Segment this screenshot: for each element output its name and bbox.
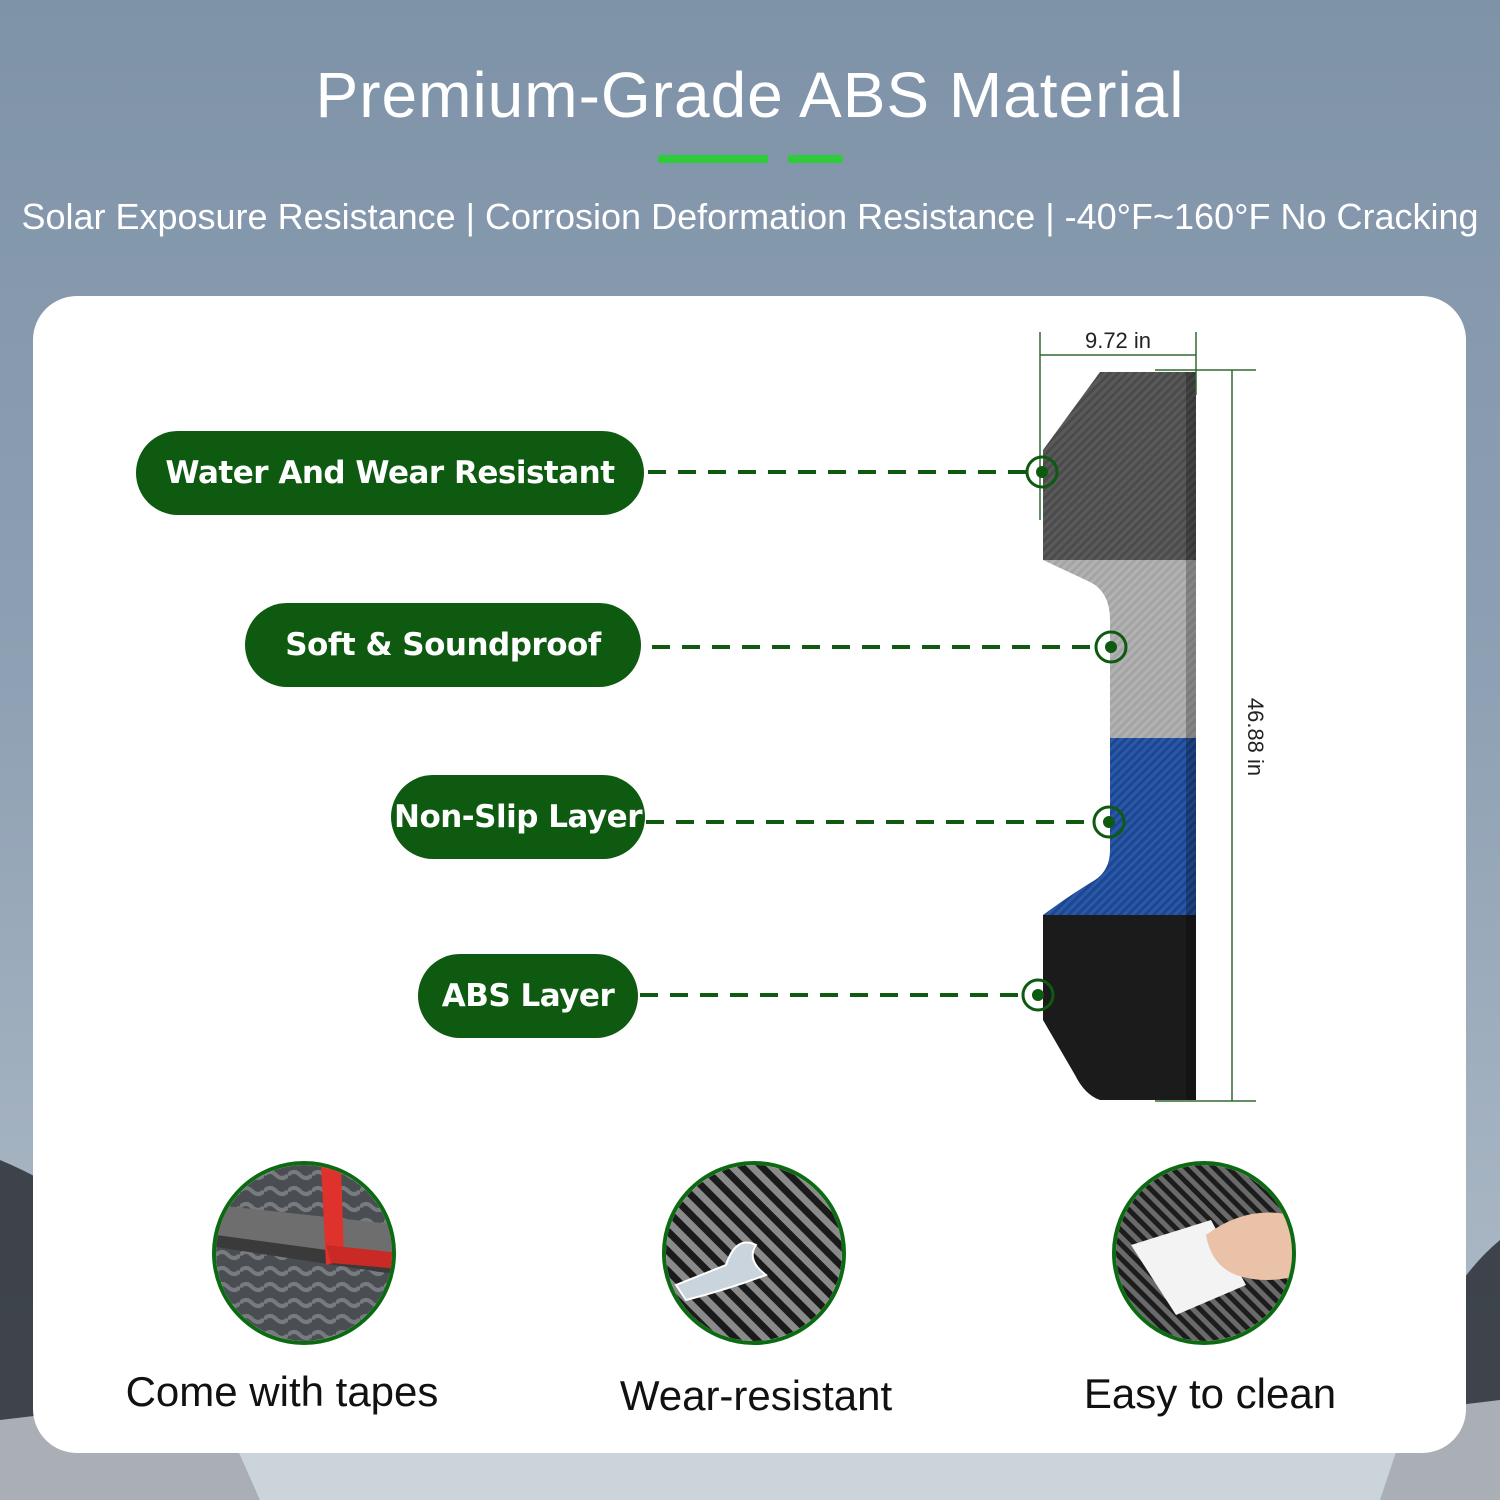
layer-water-wear: [1043, 372, 1196, 560]
layer-label-non-slip: Non-Slip Layer: [391, 775, 645, 859]
tape-icon: [212, 1161, 396, 1345]
target-marker-non-slip: [1092, 805, 1126, 839]
carbon-texture-icon: [662, 1161, 846, 1345]
page-subtitle: Solar Exposure Resistance | Corrosion De…: [21, 196, 1479, 237]
layer-non-slip: [1043, 738, 1196, 915]
feature-label-tapes: Come with tapes: [125, 1368, 439, 1415]
title-accent-bar-short: [788, 155, 843, 163]
height-dimension-label: 46.88 in: [1243, 698, 1268, 776]
title-accent-bar-long: [658, 155, 768, 163]
page-title: Premium-Grade ABS Material: [315, 59, 1185, 131]
feature-label-easy-clean: Easy to clean: [1083, 1370, 1337, 1417]
layer-abs: [1043, 915, 1196, 1100]
wipe-clean-icon: [1112, 1161, 1296, 1345]
target-marker-soft-soundproof: [1094, 630, 1128, 664]
layer-label-soft-soundproof: Soft & Soundproof Layer: [245, 603, 641, 747]
feature-label-wear-resistant: Wear-resistant: [619, 1372, 893, 1419]
target-marker-water-wear: [1025, 455, 1059, 489]
target-marker-abs: [1021, 978, 1055, 1012]
layer-label-water-wear: Water And Wear Resistant Layer: [136, 431, 644, 575]
width-dimension-label: 9.72 in: [1085, 328, 1151, 353]
layer-label-abs: ABS Layer: [418, 954, 638, 1038]
